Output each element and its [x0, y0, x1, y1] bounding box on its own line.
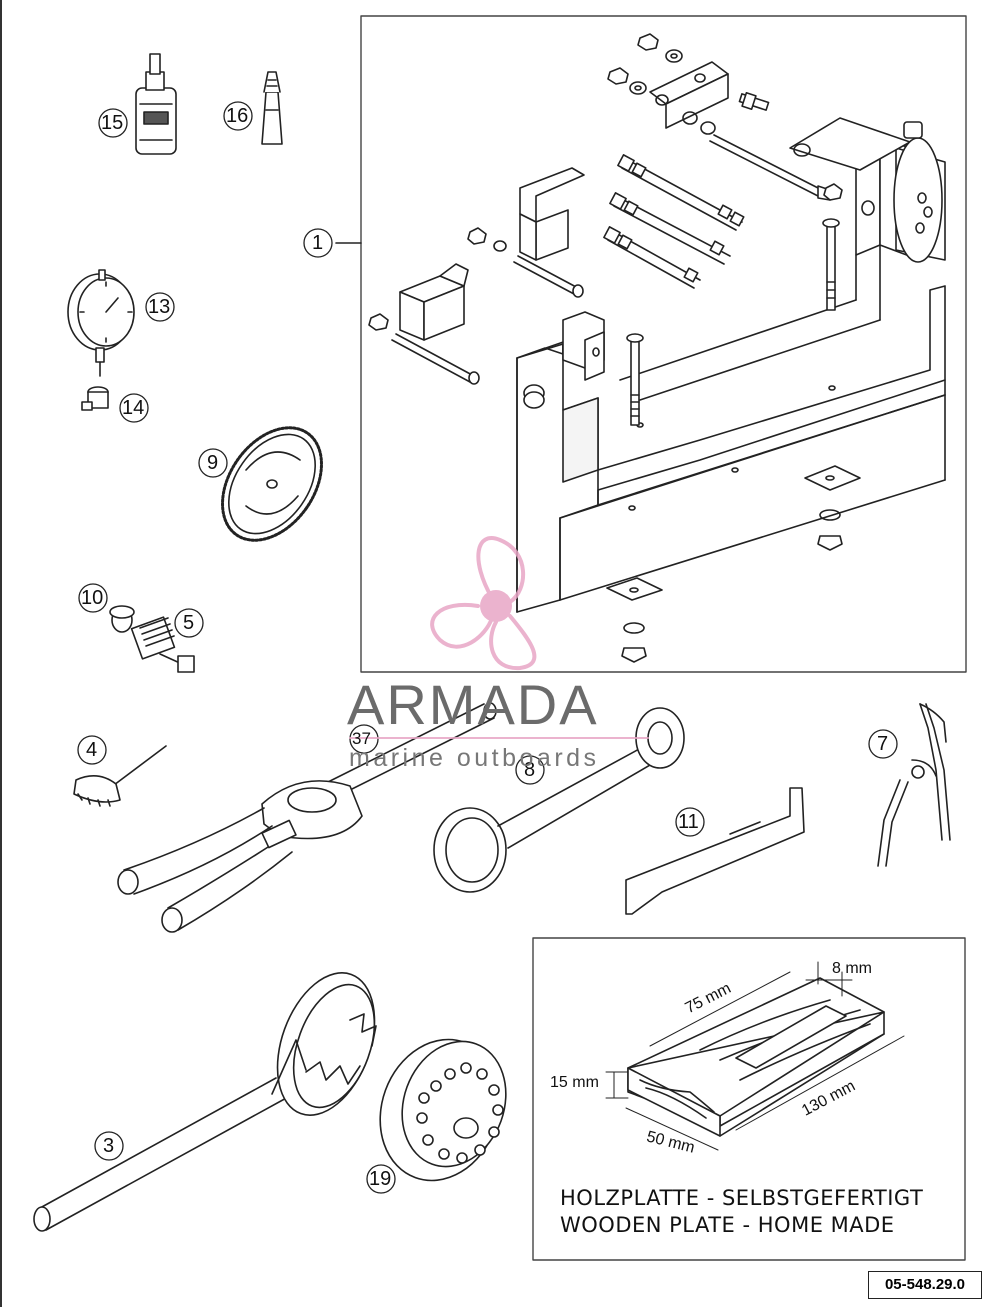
circlip-pliers	[877, 703, 951, 867]
sleeve	[109, 605, 135, 633]
label-part-1: 1	[312, 232, 324, 254]
label-part-19: 19	[369, 1168, 392, 1190]
reference-code: 05-548.29.0	[868, 1271, 982, 1299]
label-part-37: 37	[352, 729, 371, 748]
engine-stand-frame	[360, 15, 967, 673]
clutch-holder	[33, 972, 377, 1232]
flywheel-puller	[379, 1038, 507, 1182]
label-part-13: 13	[148, 296, 171, 318]
gauge-adapter	[81, 386, 109, 411]
loctite-tube	[261, 71, 283, 145]
wooden-plate	[605, 961, 905, 1151]
label-part-3: 3	[103, 1135, 115, 1157]
dim-slot: 8 mm	[832, 960, 872, 977]
engine-stand	[368, 33, 946, 663]
watermark-subtitle: marine outboards	[349, 744, 600, 772]
dim-height: 15 mm	[550, 1074, 599, 1091]
label-part-11: 11	[678, 811, 699, 833]
watermark-title: ARMADA	[347, 673, 599, 736]
sealant-bottle	[135, 53, 177, 155]
label-part-5: 5	[183, 612, 195, 634]
marking-brush	[73, 745, 167, 807]
feeler-gauge	[625, 787, 805, 915]
caption-english: WOODEN PLATE - HOME MADE	[560, 1213, 895, 1237]
dial-gauge	[67, 269, 135, 377]
degree-disc	[221, 426, 323, 542]
puller	[130, 616, 195, 673]
label-part-16: 16	[226, 105, 249, 127]
crankshaft-holder	[117, 702, 497, 933]
label-part-14: 14	[122, 397, 145, 419]
wooden-plate-frame	[532, 937, 966, 1261]
label-part-9: 9	[207, 452, 219, 474]
caption-german: HOLZPLATTE - SELBSTGEFERTIGT	[560, 1186, 924, 1210]
label-part-15: 15	[101, 112, 124, 134]
label-part-10: 10	[81, 587, 104, 609]
label-part-4: 4	[86, 739, 98, 761]
label-part-7: 7	[877, 733, 889, 755]
label-part-8: 8	[524, 759, 536, 781]
holding-spanner	[433, 707, 685, 893]
watermark-propeller	[349, 536, 649, 739]
